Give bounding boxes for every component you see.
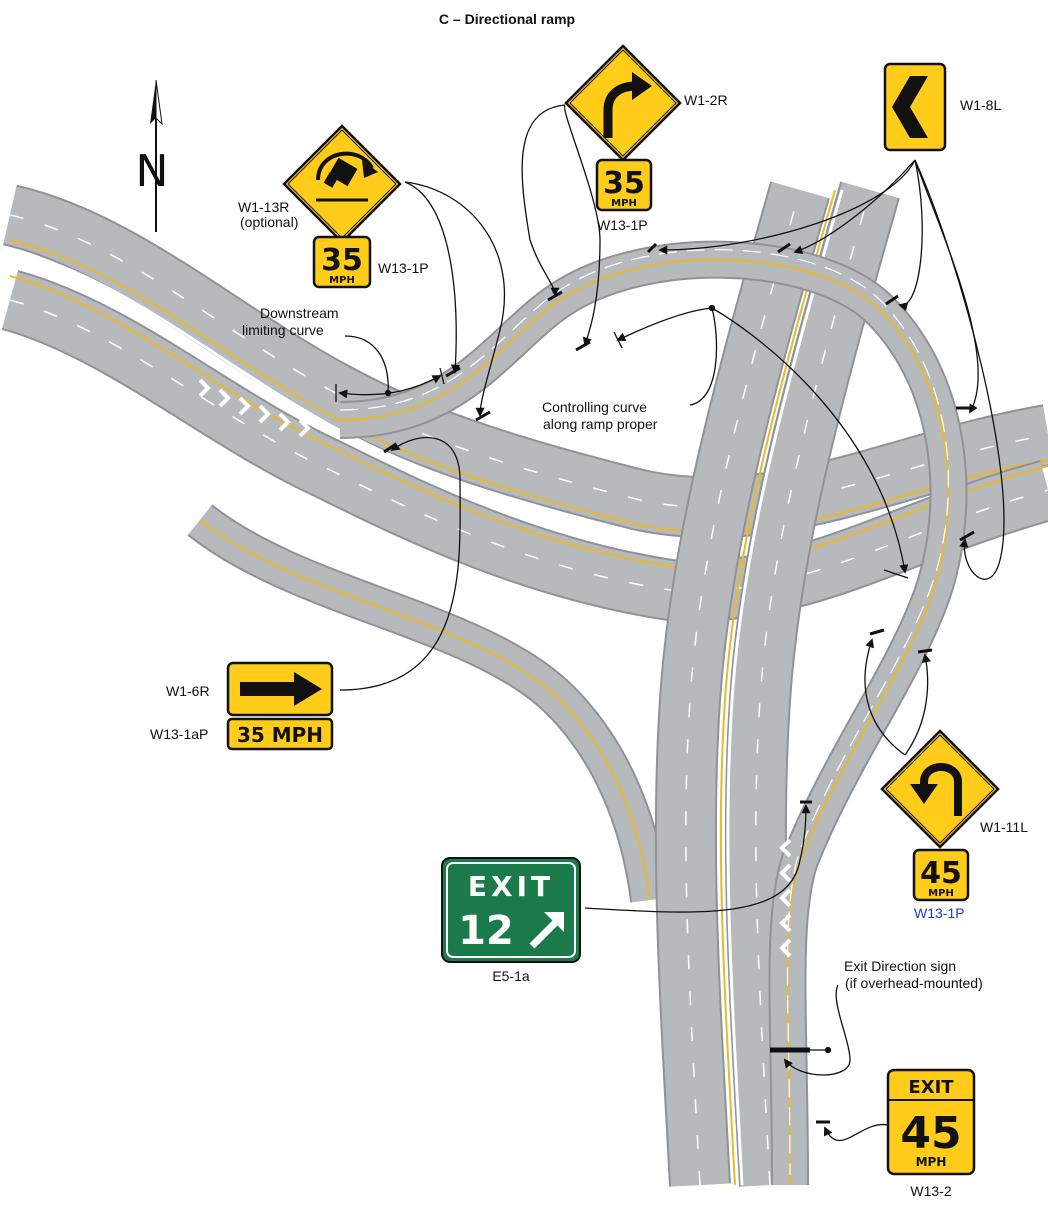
- exit-word: EXIT: [468, 870, 554, 903]
- speed-35-mph: 35 MPH: [237, 723, 323, 747]
- speed-35-a: 35: [321, 243, 363, 278]
- label-w1-2r: W1-2R: [684, 92, 728, 108]
- arrow-up-right-icon: [529, 912, 564, 949]
- label-w13-1ap: W13-1aP: [150, 726, 208, 742]
- w1-13r-truck-rollover-sign: [282, 124, 402, 244]
- label-w1-6r: W1-6R: [166, 683, 210, 699]
- exit-mph: MPH: [916, 1155, 947, 1169]
- main-freeway-opposite: [1, 270, 1048, 622]
- label-w1-8l: W1-8L: [960, 97, 1001, 113]
- label-controlling-2: along ramp proper: [543, 416, 658, 432]
- w1-11l-hairpin-sign: [880, 729, 1000, 849]
- vertical-freeway: [654, 181, 900, 1187]
- lower-ramp: [187, 504, 670, 903]
- speed-45-c: 45: [920, 856, 962, 891]
- main-freeway: [2, 184, 1048, 544]
- label-w1-13r: W1-13R: [238, 199, 289, 215]
- north-arrow-icon: N: [136, 79, 169, 232]
- arrow-right-icon: [240, 672, 322, 706]
- exit-number: 12: [458, 908, 514, 954]
- w1-8l-chevron-sign: [883, 62, 947, 152]
- w1-2r-curve-right-sign: [564, 44, 682, 162]
- label-exit-direction-1: Exit Direction sign: [844, 958, 956, 974]
- mph-a: MPH: [329, 275, 355, 286]
- label-w13-1p-b: W13-1P: [597, 217, 648, 233]
- label-downstream-1: Downstream: [260, 305, 339, 321]
- e5-1a-exit-gore-sign: EXIT 12: [441, 857, 581, 963]
- label-exit-direction-2: (if overhead-mounted): [845, 975, 983, 991]
- exit-speed: 45: [900, 1108, 961, 1159]
- label-w1-11l: W1-11L: [980, 819, 1028, 835]
- speed-35-b: 35: [603, 166, 645, 201]
- exit-word-small: EXIT: [908, 1077, 954, 1098]
- truck-icon: [316, 151, 378, 202]
- w13-1ap-plaque: 35 MPH: [226, 717, 334, 751]
- label-w1-13r-note: (optional): [240, 214, 298, 230]
- label-w13-1p-a: W13-1P: [378, 260, 429, 276]
- w13-1p-plaque-a: 35 MPH: [312, 235, 372, 289]
- w13-1p-plaque-b: 35 MPH: [595, 158, 653, 212]
- diagram-title: C – Directional ramp: [439, 11, 575, 27]
- chevron-left-icon: [892, 76, 928, 138]
- gore-markings: [99, 378, 792, 958]
- w1-6r-arrow-sign: [226, 661, 334, 717]
- w13-2-exit-speed-sign: EXIT 45 MPH: [886, 1068, 976, 1176]
- label-w13-1p-c: W13-1P: [914, 905, 965, 921]
- directional-ramp: [339, 240, 968, 1186]
- leader-lines: [335, 104, 1005, 1142]
- curve-right-arrow-icon: [603, 72, 652, 138]
- hairpin-left-arrow-icon: [910, 763, 962, 816]
- w13-1p-plaque-c: 45 MPH: [912, 848, 970, 902]
- label-controlling-1: Controlling curve: [542, 399, 647, 415]
- label-w13-2: W13-2: [910, 1183, 951, 1199]
- mph-c: MPH: [928, 888, 954, 899]
- label-e5-1a: E5-1a: [492, 968, 530, 984]
- north-letter: N: [136, 146, 169, 197]
- mph-b: MPH: [611, 198, 637, 209]
- roadways: [1, 181, 1048, 1187]
- label-downstream-2: limiting curve: [242, 322, 324, 338]
